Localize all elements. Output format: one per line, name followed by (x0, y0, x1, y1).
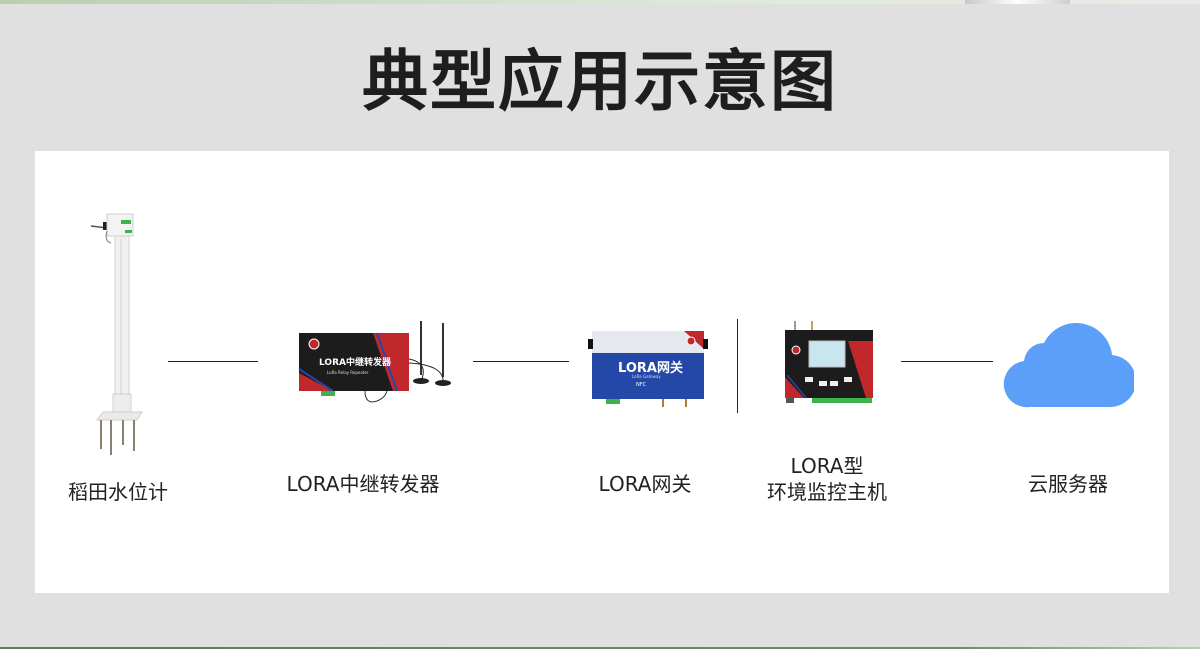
page-title: 典型应用示意图 (362, 43, 838, 120)
bottom-accent-bar (0, 647, 1200, 649)
diagram-panel: 稻田水位计 LORA中继转发器 LoRa Relay Repeater LORA… (35, 151, 1169, 593)
node-label-env-host-line2: 环境监控主机 (767, 480, 887, 504)
cloud-icon (1003, 323, 1134, 408)
node-label-cloud-server: 云服务器 (1028, 472, 1108, 496)
separator-line (737, 319, 738, 413)
svg-text:LORA中继转发器: LORA中继转发器 (319, 356, 392, 368)
svg-text:LoRa Gateway: LoRa Gateway (632, 374, 661, 379)
node-label-water-level-meter: 稻田水位计 (68, 480, 168, 504)
node-label-lora-repeater: LORA中继转发器 (286, 472, 440, 496)
lora-gateway-device-icon: LORA网关 LoRa Gateway NFC (588, 331, 708, 407)
top-accent-knob (965, 0, 1070, 4)
svg-text:LORA网关: LORA网关 (618, 360, 683, 376)
node-label-lora-gateway: LORA网关 (598, 472, 692, 496)
top-accent-bar (0, 0, 1200, 4)
water-level-pole-icon (90, 213, 143, 455)
svg-text:NFC: NFC (636, 382, 647, 388)
connector-line-2 (473, 361, 569, 362)
connector-line-3 (901, 361, 993, 362)
connector-line-1 (168, 361, 258, 362)
node-label-env-host: LORA型 环境监控主机 (757, 453, 897, 505)
node-label-env-host-line1: LORA型 (790, 454, 864, 478)
env-monitor-host-icon (785, 321, 873, 403)
lora-repeater-device-icon: LORA中继转发器 LoRa Relay Repeater (298, 321, 451, 403)
svg-text:LoRa Relay Repeater: LoRa Relay Repeater (327, 370, 369, 375)
